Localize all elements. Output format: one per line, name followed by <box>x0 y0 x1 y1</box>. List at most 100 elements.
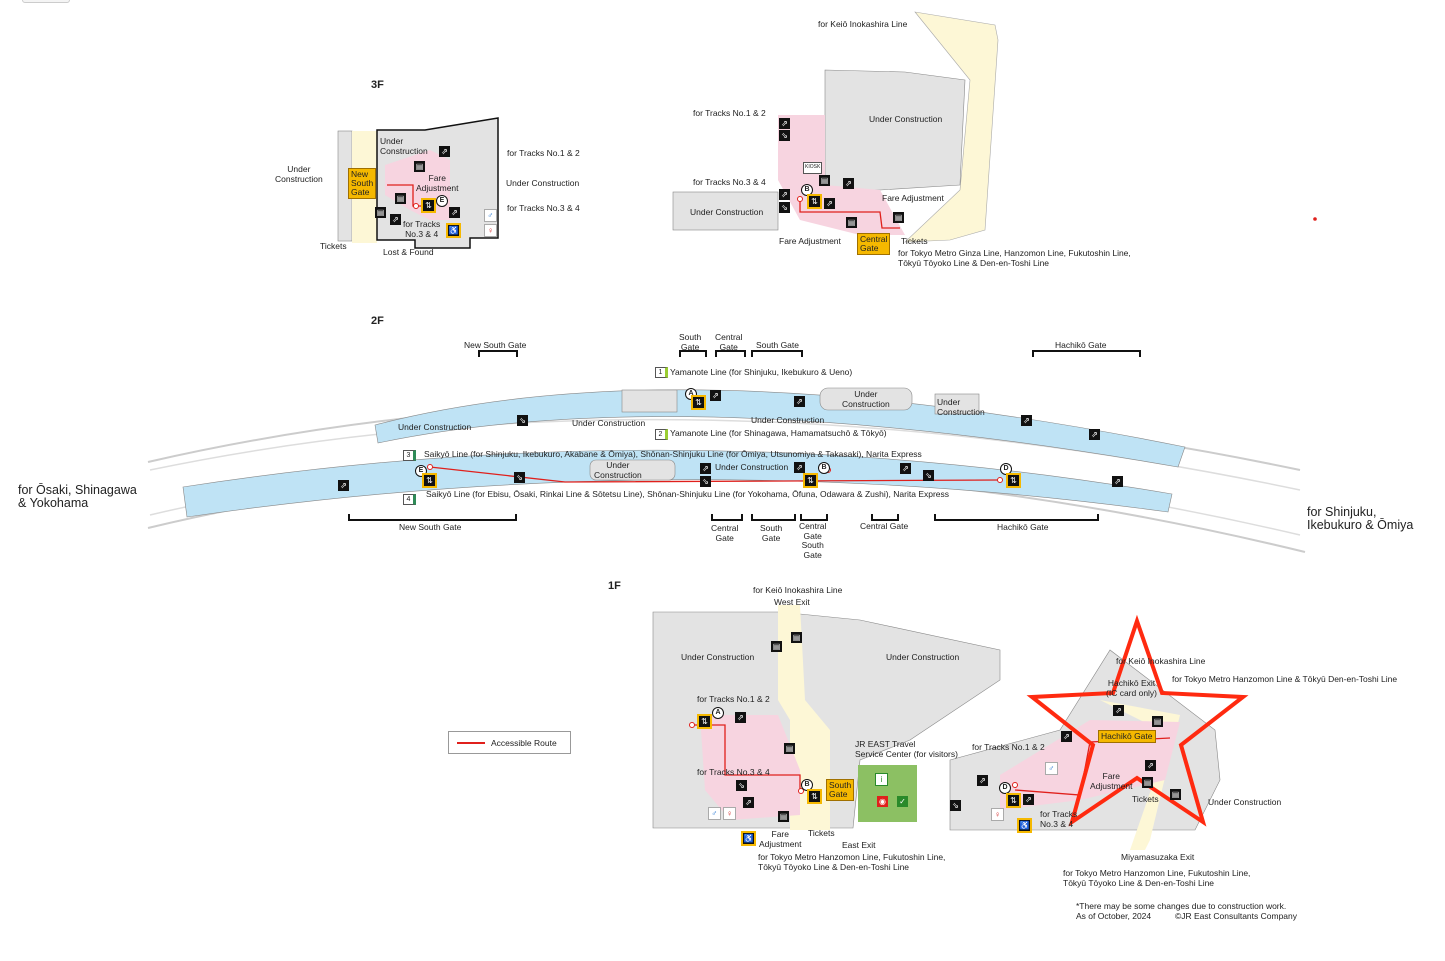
label-metro-connection: for Tokyo Metro Hanzomon Line, Fukutoshi… <box>1063 868 1251 888</box>
ticket-machine-icon: ▤ <box>771 641 782 652</box>
track-2-label: Yamanote Line (for Shinagawa, Hamamatsuc… <box>670 428 887 438</box>
gate-label-central-top: Central Gate <box>715 332 743 352</box>
elevator-icon: ⇅ <box>697 714 712 729</box>
stairs-icon: ⇗ <box>390 214 401 225</box>
gate-label-central-bottom: Central Gate <box>711 523 739 543</box>
label-fare-adjustment: Fare Adjustment <box>779 236 841 246</box>
label-under-construction: Under Construction <box>380 136 428 156</box>
hachiko-gate[interactable]: Hachikō Gate <box>1098 730 1156 743</box>
label-tickets: Tickets <box>901 236 928 246</box>
escalator-icon: ⇗ <box>1089 429 1100 440</box>
label-under-construction: Under Construction <box>690 207 764 217</box>
gate-label-central-bottom: Central Gate <box>860 521 909 531</box>
escalator-icon: ⇗ <box>1145 760 1156 771</box>
label-under-construction: Under Construction <box>751 415 825 425</box>
escalator-icon: ⇗ <box>794 396 805 407</box>
label-tickets: Tickets <box>320 241 347 251</box>
wheelchair-restroom-icon: ♿ <box>1017 818 1032 833</box>
footer-note: *There may be some changes due to constr… <box>1076 901 1287 911</box>
label-keio-line: for Keiō Inokashira Line <box>753 585 843 595</box>
label-under-construction: Under Construction <box>506 178 580 188</box>
elevator-icon: ⇅ <box>803 473 818 488</box>
escalator-icon: ⇗ <box>700 463 711 474</box>
track-3-label: Saikyō Line (for Shinjuku, Ikebukuro, Ak… <box>424 449 922 459</box>
ticket-machine-icon: ▤ <box>893 212 904 223</box>
wheelchair-restroom-icon: ♿ <box>741 831 756 846</box>
elevator-icon: ⇅ <box>421 198 436 213</box>
label-tracks-1-2: for Tracks No.1 & 2 <box>693 108 766 118</box>
label-tickets: Tickets <box>1132 794 1159 804</box>
central-gate[interactable]: Central Gate <box>857 233 891 255</box>
floor-label-3f: 3F <box>371 79 384 91</box>
kiosk-sign: KIOSK <box>803 162 823 174</box>
label-fare-adjustment: Fare Adjustment <box>1090 771 1133 791</box>
elevator-b-marker: B <box>801 779 813 791</box>
footer-copyright: ©JR East Consultants Company <box>1175 911 1298 921</box>
escalator-icon: ⇗ <box>1112 476 1123 487</box>
label-tickets: Tickets <box>808 828 835 838</box>
label-keio-line: for Keiō Inokashira Line <box>818 19 908 29</box>
mens-restroom-icon: ♂ <box>708 807 721 820</box>
escalator-icon: ⇘ <box>517 415 528 426</box>
escalator-icon: ⇗ <box>900 463 911 474</box>
new-south-gate[interactable]: New South Gate <box>348 168 377 199</box>
gate-label-south-bottom: South Gate <box>760 523 783 543</box>
gate-label-hachiko-bottom: Hachikō Gate <box>997 522 1049 532</box>
ticket-machine-icon: ▤ <box>846 217 857 228</box>
ticket-machine-icon: ▤ <box>395 193 406 204</box>
escalator-icon: ⇘ <box>779 130 790 141</box>
label-tracks-3-4: for Tracks No.3 & 4 <box>507 203 580 213</box>
track-4-label: Saikyō Line (for Ebisu, Ōsaki, Rinkai Li… <box>426 489 950 499</box>
escalator-icon: ⇗ <box>779 189 790 200</box>
escalator-icon: ⇗ <box>439 146 450 157</box>
direction-osaki-shinagawa: for Ōsaki, Shinagawa & Yokohama <box>18 483 137 510</box>
escalator-icon: ⇘ <box>779 202 790 213</box>
elevator-b-marker: B <box>801 184 813 196</box>
gate-label-new-south-top: New South Gate <box>464 340 527 350</box>
ticket-machine-icon: ▤ <box>375 207 386 218</box>
elevator-b-marker: B <box>818 462 830 474</box>
label-fare-adjustment: Fare Adjustment <box>416 173 459 193</box>
escalator-icon: ⇘ <box>736 780 747 791</box>
legend-accessible-route: Accessible Route <box>491 738 557 748</box>
label-tracks-3-4: for Tracks No.3 & 4 <box>693 177 766 187</box>
accessible-route-swatch <box>457 742 485 744</box>
escalator-icon: ⇘ <box>514 472 525 483</box>
label-east-exit: East Exit <box>842 840 876 850</box>
floor-label-1f: 1F <box>608 580 621 592</box>
escalator-icon: ⇗ <box>843 178 854 189</box>
footer-date: As of October, 2024 <box>1076 911 1152 921</box>
label-under-construction: Under Construction <box>869 114 943 124</box>
womens-restroom-icon: ♀ <box>991 808 1004 821</box>
south-gate[interactable]: South Gate <box>826 779 855 801</box>
label-fare-adjustment: Fare Adjustment <box>759 829 802 849</box>
mens-restroom-icon: ♂ <box>1045 762 1058 775</box>
label-tracks-1-2: for Tracks No.1 & 2 <box>697 694 770 704</box>
label-under-construction: Under Construction <box>715 462 789 472</box>
floor2-shapes <box>147 350 1306 553</box>
elevator-a-marker: A <box>712 707 724 719</box>
track-number-3: 3 <box>403 450 416 461</box>
track-number-1: 1 <box>655 367 668 378</box>
label-lost-found: Lost & Found <box>383 247 434 257</box>
label-under-construction: Under Construction <box>1208 797 1282 807</box>
label-fare-adjustment: Fare Adjustment <box>882 193 944 203</box>
wheelchair-restroom-icon: ♿ <box>446 223 461 238</box>
label-hachiko-exit: Hachikō Exit (IC card only) <box>1106 678 1158 698</box>
ticket-machine-icon: ▤ <box>1142 777 1153 788</box>
gate-label-south-top: South Gate <box>756 340 800 350</box>
elevator-icon: ⇅ <box>422 473 437 488</box>
womens-restroom-icon: ♀ <box>723 807 736 820</box>
escalator-icon: ⇗ <box>338 480 349 491</box>
ticket-machine-icon: ▤ <box>414 161 425 172</box>
track-number-2: 2 <box>655 429 668 440</box>
top-tab-button[interactable] <box>22 0 70 3</box>
label-under-construction: Under Construction <box>681 652 755 662</box>
label-miyamasuzaka-exit: Miyamasuzaka Exit <box>1121 852 1195 862</box>
elevator-d-marker: D <box>999 782 1011 794</box>
highlight-star <box>1026 614 1249 827</box>
label-under-construction: Under Construction <box>842 389 890 409</box>
label-under-construction: Under Construction <box>572 418 646 428</box>
elevator-icon: ⇅ <box>807 789 822 804</box>
gate-label-hachiko-top: Hachikō Gate <box>1055 340 1107 350</box>
